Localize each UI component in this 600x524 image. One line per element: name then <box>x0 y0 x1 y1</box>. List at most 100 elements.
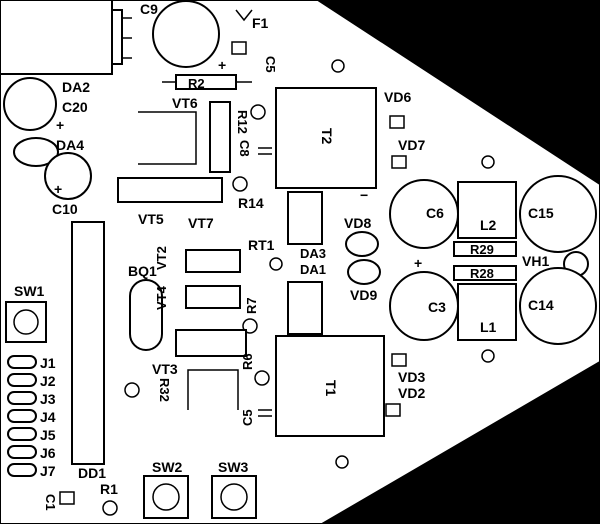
label-f1: F1 <box>252 15 269 31</box>
resistor-r12-body <box>209 101 231 173</box>
component-da4 <box>13 137 59 167</box>
pad-r32 <box>124 382 140 398</box>
label-l2: L2 <box>480 217 497 233</box>
label-vt4: VT4 <box>154 285 169 310</box>
label-da2: DA2 <box>62 79 90 95</box>
label-rt1: RT1 <box>248 237 275 253</box>
inductor-l2 <box>457 181 517 239</box>
pad-r12 <box>250 104 266 120</box>
capacitor-c10 <box>44 152 92 200</box>
power-connector <box>0 0 132 75</box>
label-minus-1: − <box>360 187 368 203</box>
label-c3: C3 <box>428 299 446 315</box>
capacitor-c6 <box>389 179 459 249</box>
label-da1: DA1 <box>300 262 326 277</box>
mount-hole-4 <box>335 455 349 469</box>
label-t1: T1 <box>323 380 339 397</box>
label-vt3: VT3 <box>152 361 178 377</box>
capacitor-c14 <box>519 267 597 345</box>
label-c6: C6 <box>426 205 444 221</box>
label-r6: R6 <box>240 353 255 370</box>
component-da3 <box>287 191 323 245</box>
label-vd2: VD2 <box>398 385 425 401</box>
label-plus-c3: + <box>414 255 422 271</box>
inductor-l1 <box>457 283 517 341</box>
label-r7: R7 <box>244 297 259 314</box>
component-da2 <box>3 77 57 131</box>
label-j3: J3 <box>40 391 56 407</box>
label-c9: C9 <box>140 1 158 17</box>
label-vd8: VD8 <box>344 215 371 231</box>
diode-vd3 <box>391 353 407 367</box>
pad-c5 <box>231 41 247 55</box>
switch-sw3 <box>211 475 257 519</box>
label-c1: C1 <box>43 494 58 511</box>
label-j2: J2 <box>40 373 56 389</box>
ic-dd1 <box>71 221 105 465</box>
label-c14: C14 <box>528 297 554 313</box>
label-vd7: VD7 <box>398 137 425 153</box>
crystal-bq1 <box>129 279 163 351</box>
label-vt7: VT7 <box>188 215 214 231</box>
mount-hole-2 <box>481 155 495 169</box>
label-j1: J1 <box>40 355 56 371</box>
label-r12: R12 <box>235 110 250 134</box>
resistor-r28 <box>453 265 517 281</box>
label-c5-top: C5 <box>263 56 278 73</box>
label-vt6: VT6 <box>172 95 198 111</box>
pad-rt1 <box>269 257 283 271</box>
transistor-vt2 <box>185 249 241 273</box>
label-r2: R2 <box>188 76 205 91</box>
label-c8: C8 <box>237 140 252 157</box>
jumper-array <box>7 355 37 477</box>
component-vt3-heatsink <box>187 369 239 410</box>
diode-vd8 <box>345 231 379 257</box>
label-j5: J5 <box>40 427 56 443</box>
label-da3: DA3 <box>300 246 326 261</box>
transistor-vt4 <box>185 285 241 309</box>
label-l1: L1 <box>480 319 497 335</box>
label-da4: DA4 <box>56 137 84 153</box>
label-vt5: VT5 <box>138 211 164 227</box>
pad-r14 <box>232 176 248 192</box>
diode-vd7 <box>391 155 407 169</box>
capacitor-c15 <box>519 175 597 253</box>
capacitor-c9 <box>152 0 220 68</box>
transformer-t2 <box>275 87 377 189</box>
label-vd3: VD3 <box>398 369 425 385</box>
label-c20: C20 <box>62 99 88 115</box>
label-dd1: DD1 <box>78 465 106 481</box>
label-sw2: SW2 <box>152 459 183 475</box>
capacitor-c1 <box>59 491 75 505</box>
label-vh1: VH1 <box>522 253 549 269</box>
label-j7: J7 <box>40 463 56 479</box>
label-sw1: SW1 <box>14 283 45 299</box>
label-sw3: SW3 <box>218 459 249 475</box>
label-plus: + <box>218 57 226 73</box>
label-vt2: VT2 <box>154 246 169 270</box>
label-r14: R14 <box>238 195 264 211</box>
mount-hole-1 <box>331 59 345 73</box>
label-r28: R28 <box>470 266 494 281</box>
label-c10: C10 <box>52 201 78 217</box>
transformer-t1 <box>275 335 385 437</box>
label-r32: R32 <box>157 378 172 402</box>
transistor-vt3 <box>175 329 247 357</box>
diode-vd2 <box>385 403 401 417</box>
component-da1 <box>287 281 323 335</box>
switch-sw1 <box>5 301 47 343</box>
diode-vd9 <box>347 259 381 285</box>
mount-hole-3 <box>481 349 495 363</box>
label-plus-c10: + <box>54 181 62 197</box>
pad-r6 <box>254 370 270 386</box>
label-r29: R29 <box>470 242 494 257</box>
label-vd6: VD6 <box>384 89 411 105</box>
label-j4: J4 <box>40 409 56 425</box>
label-j6: J6 <box>40 445 56 461</box>
diode-vd6 <box>389 115 405 129</box>
label-plus-c20: + <box>56 117 64 133</box>
capacitor-c3 <box>389 271 459 341</box>
label-c5: C5 <box>240 409 255 426</box>
